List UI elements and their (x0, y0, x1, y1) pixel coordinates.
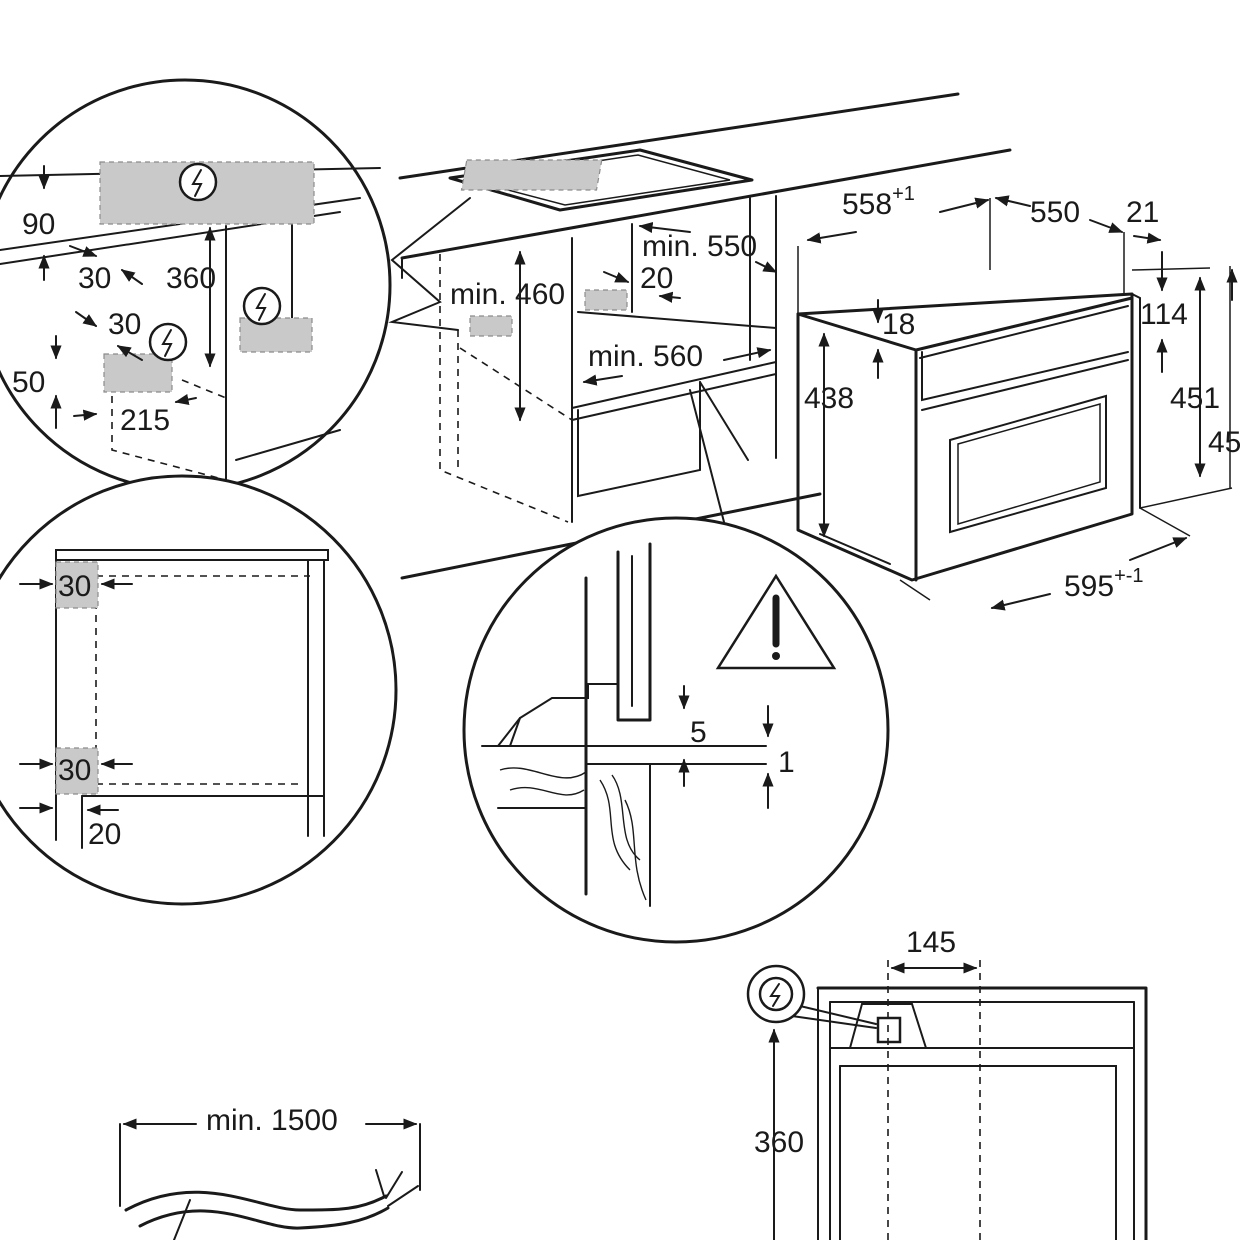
dim-451: 451 (1170, 382, 1220, 415)
dim-145: 145 (906, 926, 956, 959)
dim-18: 18 (882, 308, 915, 341)
warning-triangle-icon (715, 573, 837, 670)
dim-20-top: 20 (640, 262, 673, 295)
dim-114: 114 (1140, 298, 1188, 331)
power-cable-detail: min. 1500 (119, 1104, 421, 1240)
oven-front-view: 145 360 (746, 926, 1148, 1240)
power-icon (178, 162, 218, 202)
dim-595: 595+-1 (1064, 565, 1144, 603)
dim-side-20: 20 (88, 818, 121, 851)
dim-90: 90 (22, 208, 55, 241)
power-icon (242, 286, 282, 326)
dim-min-550: min. 550 (642, 230, 757, 263)
dim-360-bottom: 360 (754, 1126, 804, 1159)
oven-3d-view: 558+1 550 21 114 451 45 18 438 595+-1 (796, 183, 1240, 611)
dim-438: 438 (804, 382, 854, 415)
dim-550: 550 (1030, 196, 1080, 229)
dim-cable-min-1500: min. 1500 (206, 1104, 338, 1137)
dim-min-560: min. 560 (588, 340, 703, 373)
dim-gap-1: 1 (778, 746, 795, 779)
dim-30-top: 30 (78, 262, 111, 295)
kitchen-cabinet-view: min. 460 min. 550 20 min. 560 (388, 92, 1012, 580)
gap-detail-circle: 5 1 (462, 516, 890, 944)
power-icon (148, 322, 188, 362)
side-view-detail-circle: 30 30 20 (0, 474, 398, 906)
dim-side-30-bottom: 30 (58, 754, 91, 787)
dim-360-detail: 360 (166, 262, 216, 295)
dim-50: 50 (12, 366, 45, 399)
dim-side-30-top: 30 (58, 570, 91, 603)
dim-30-mid: 30 (108, 308, 141, 341)
dim-45-partial: 45 (1208, 426, 1240, 459)
dim-21: 21 (1126, 196, 1159, 229)
top-left-detail-circle: 90 30 360 30 50 215 (0, 78, 392, 492)
dim-min-460: min. 460 (450, 278, 565, 311)
power-icon (746, 964, 877, 1029)
dim-215: 215 (120, 404, 170, 437)
dim-gap-5: 5 (690, 716, 707, 749)
dim-558: 558+1 (842, 183, 915, 221)
